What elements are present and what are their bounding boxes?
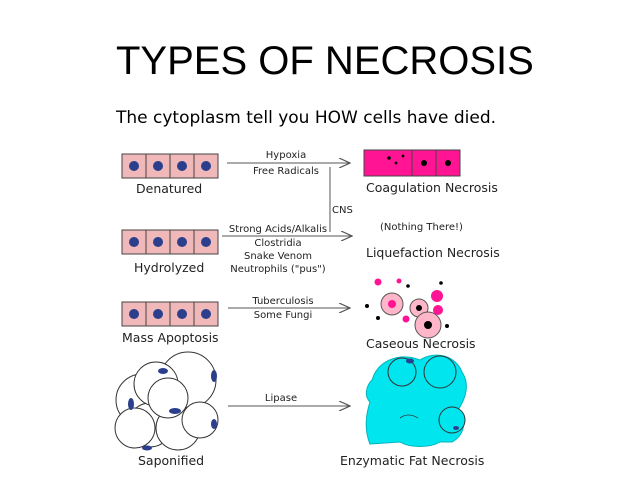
cns-label: CNS [332,205,353,216]
fat-necrosis-blob [365,354,467,447]
arrow-text-free-radicals: Free Radicals [253,166,319,177]
arrow-text-some-fungi: Some Fungi [254,310,313,321]
denatured-cells [121,153,219,179]
arrow-text-neutrophils: Neutrophils ("pus") [230,264,326,275]
slide-subtitle: The cytoplasm tell you HOW cells have di… [116,108,497,128]
arrow-text-strong-acids: Strong Acids/Alkalis [229,224,327,235]
label-enzymatic-fat-necrosis: Enzymatic Fat Necrosis [340,453,484,468]
note-nothing-there: (Nothing There!) [380,222,463,233]
arrow-text-tuberculosis: Tuberculosis [251,296,313,307]
label-mass-apoptosis: Mass Apoptosis [122,330,219,345]
label-denatured: Denatured [136,181,202,196]
arrow-text-lipase: Lipase [265,393,297,404]
coagulation-cells [363,149,461,177]
label-liquefaction-necrosis: Liquefaction Necrosis [366,245,500,260]
label-caseous-necrosis: Caseous Necrosis [366,336,476,351]
label-saponified: Saponified [138,453,204,468]
slide-title: TYPES OF NECROSIS [116,39,534,83]
arrow-text-snake-venom: Snake Venom [244,251,312,262]
label-hydrolyzed: Hydrolyzed [134,260,204,275]
arrow-text-clostridia: Clostridia [254,238,301,249]
apoptosis-cells [121,301,219,327]
hydrolyzed-cells [121,229,219,255]
adipocyte-cluster [114,351,219,451]
arrow-text-hypoxia: Hypoxia [266,150,306,161]
caseous-debris [365,278,449,339]
label-coagulation-necrosis: Coagulation Necrosis [366,180,498,195]
